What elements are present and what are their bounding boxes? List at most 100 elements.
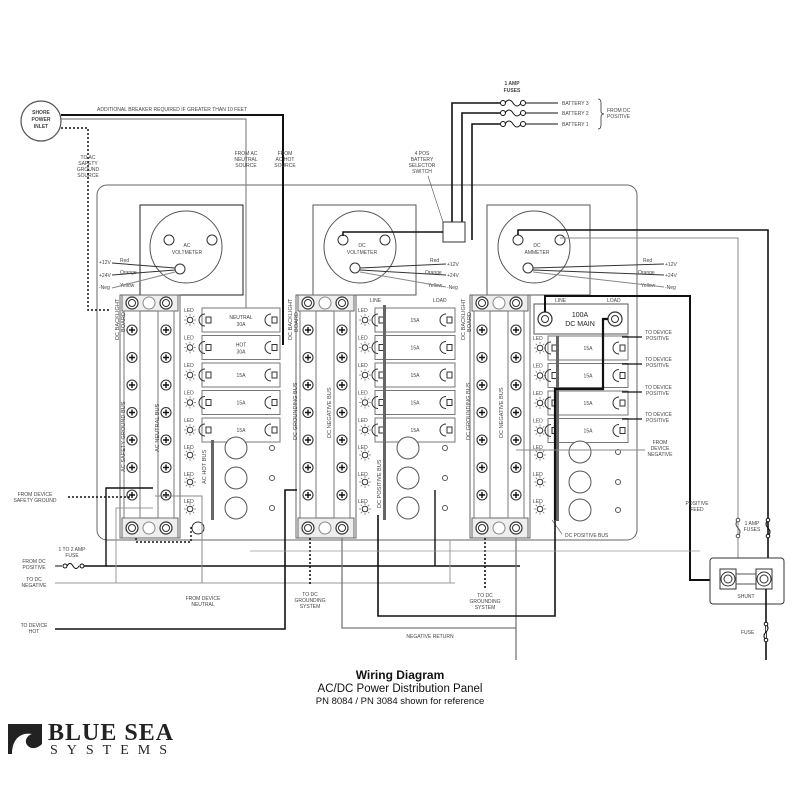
led-ray [542,484,545,487]
led-label: LED [533,419,543,425]
led-ray [360,370,363,373]
svg-text:FROM DC: FROM DC [607,108,631,114]
led-ray [535,398,538,401]
terminal-stud [475,296,489,310]
breaker-terminal-icon [264,368,272,382]
led-ray [535,371,538,373]
positive-feed-label: POSITIVE FEED [685,501,709,513]
led-ray [367,350,370,352]
terminal-stud [125,521,139,535]
breaker-terminal-icon [612,396,620,410]
terminal-stud-inner [512,299,520,307]
svg-text:TO DC: TO DC [477,593,493,599]
dc-grounding-bus-label: DC GROUNDING BUS [293,382,299,440]
breaker-terminal-icon [198,341,206,354]
terminal-stud-inner [478,524,486,532]
led-ray [360,477,363,480]
knockout-hole [396,436,420,460]
dc-positive-fuse-wire: 1 TO 2 AMP FUSE FROM DC POSITIVE [22,487,520,571]
ac-voltmeter-wires: +12V +24V -Neg Red Orange Yellow [99,258,176,291]
svg-text:100A: 100A [572,312,589,319]
led-label: LED [184,391,194,397]
led-ray [535,484,538,487]
led-icon [186,478,194,486]
svg-text:SYSTEM: SYSTEM [300,604,321,610]
bus-screw-cross [305,437,311,443]
led-icon [186,344,194,351]
svg-text:DC BACKLIGHT: DC BACKLIGHT [461,298,467,340]
svg-text:FUSE: FUSE [65,553,79,559]
led-ray [185,504,188,507]
battery-selector-switch: 4 POS BATTERY SELECTOR SWITCH [409,151,466,243]
ammeter-signal-wire [517,229,769,560]
led-ray [367,315,370,318]
terminal-stud-inner [162,299,170,307]
bus-screw-cross [129,382,135,388]
terminal-stud [301,521,315,535]
knockout-hole [396,496,420,520]
dc-main-load-wire [553,317,608,520]
negative-return: NEGATIVE RETURN [341,538,517,660]
breaker-terminal-icon [439,341,447,354]
breaker [547,363,629,388]
led-ray [535,504,538,507]
led-ray [367,405,370,407]
svg-text:SOURCE: SOURCE [77,173,99,179]
led-ray [360,398,363,400]
led-ray [192,343,195,345]
terminal-spacer [318,521,332,535]
svg-text:FUSES: FUSES [504,88,521,94]
svg-text:SOURCE: SOURCE [274,163,296,169]
mount-hole [615,507,621,513]
knockout-hole [224,496,248,520]
dc-grounding-2: TO DC GROUNDING SYSTEM [469,538,501,611]
led-ray [185,370,188,373]
led-label: LED [358,308,368,314]
svg-text:+12V: +12V [665,262,677,268]
bus-screw-cross [479,382,485,388]
led-label: LED [358,499,368,505]
breaker [374,335,456,360]
svg-text:POSITIVE: POSITIVE [646,336,670,342]
led-ray [367,432,370,435]
breaker-terminal-icon [439,368,447,382]
bus-screw-cross [129,409,135,416]
led-icon [361,371,369,379]
led-ray [360,315,363,318]
svg-text:GROUND: GROUND [77,167,100,173]
terminal-spacer [142,296,156,310]
bus-screw-cross [339,382,345,388]
svg-text:INLET: INLET [34,124,48,130]
terminal-spacer [142,521,156,535]
led-ray [535,511,538,514]
bus-screw-cross [479,354,485,361]
led-label: LED [358,472,368,478]
breaker-terminal-icon [612,424,620,437]
mount-hole [442,505,448,511]
svg-text:+12V: +12V [447,262,459,268]
led-ray [367,322,370,325]
breaker-terminal-icon [264,423,272,437]
svg-text:4 POS: 4 POS [415,151,430,157]
svg-text:+24V: +24V [447,273,459,279]
bus-screw-cross [479,437,485,443]
led-ray [185,350,188,352]
led-ray [360,432,363,435]
led-ray [535,477,538,480]
svg-text:DC: DC [533,243,541,249]
dc-grounding-bus-label: DC GROUNDING BUS [466,382,472,440]
bus-screw-cross [129,464,135,471]
terminal-stud-inner [512,524,520,532]
svg-text:TO DC: TO DC [26,577,42,583]
svg-text:POSITIVE: POSITIVE [646,418,670,424]
breaker-rating: 15A [237,373,247,379]
breaker [547,390,629,416]
led-ray [542,378,545,380]
ac-neutral-bus-label: AC NEUTRAL BUS [155,403,161,452]
mount-hole [269,475,275,481]
svg-text:BOARD: BOARD [121,312,127,332]
led-icon [361,478,369,486]
dc-positive-bus-bar [556,336,559,521]
breaker [374,417,456,443]
breaker-terminal-icon [271,344,278,351]
